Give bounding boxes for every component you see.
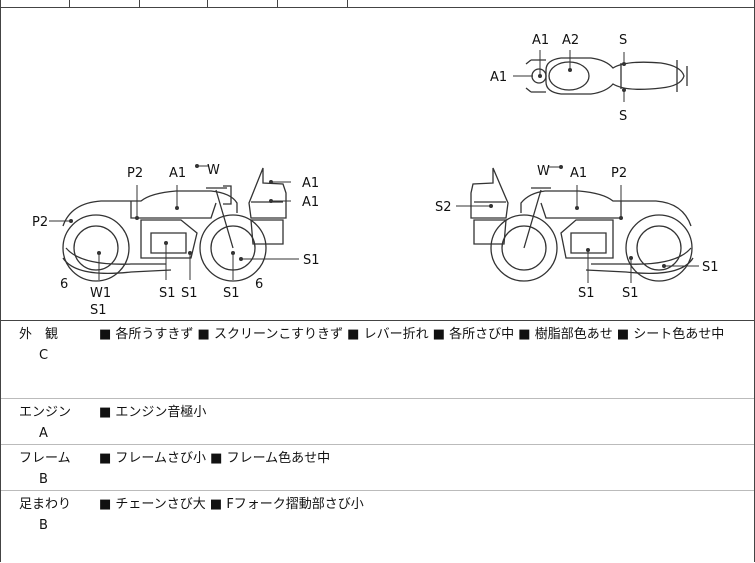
label-s1-under-w1: S1 <box>90 303 107 318</box>
label-s1-left-2: S1 <box>181 286 198 301</box>
table-cell <box>347 0 348 7</box>
condition-notes: ■ フレームさび小 ■ フレーム色あせ中 <box>99 451 331 466</box>
table-cell <box>207 0 208 7</box>
grade: B <box>39 518 48 533</box>
label-s1-left-1: S1 <box>159 286 176 301</box>
category-name: フレーム <box>19 451 71 466</box>
previous-table-row <box>0 0 755 8</box>
table-cell <box>277 0 278 7</box>
label-s1-left-right: S1 <box>303 253 320 268</box>
label-p2-right: P2 <box>611 166 627 181</box>
condition-table: 外 観 C ■ 各所うすきず ■ スクリーンこすりきず ■ レバー折れ ■ 各所… <box>0 320 755 562</box>
label-s1-right-1: S1 <box>578 286 595 301</box>
grade: B <box>39 472 48 487</box>
table-cell <box>69 0 70 7</box>
label-s-top: S <box>619 33 627 48</box>
category-name: 足まわり <box>19 497 72 512</box>
label-w-right: W <box>537 164 550 179</box>
category-name: 外 観 <box>19 327 59 342</box>
grade: A <box>39 426 48 441</box>
label-a2-top: A2 <box>562 33 579 48</box>
label-6-right: 6 <box>255 277 263 292</box>
grade: C <box>39 348 49 363</box>
condition-notes: ■ 各所うすきず ■ スクリーンこすりきず ■ レバー折れ ■ 各所さび中 ■ … <box>99 327 725 342</box>
label-s-bottom: S <box>619 109 627 124</box>
category-name: エンジン <box>19 405 72 420</box>
label-a1-case-bottom: A1 <box>302 195 319 210</box>
label-s1-left-3: S1 <box>223 286 240 301</box>
label-s2-right: S2 <box>435 200 452 215</box>
condition-row-exterior: 外 観 C ■ 各所うすきず ■ スクリーンこすりきず ■ レバー折れ ■ 各所… <box>1 321 754 398</box>
label-a1-left-top: A1 <box>490 70 507 85</box>
label-w1: W1 <box>90 286 111 301</box>
motorcycle-top-view <box>525 57 688 95</box>
condition-notes: ■ エンジン音極小 <box>99 405 207 420</box>
label-a1-top: A1 <box>532 33 549 48</box>
label-6-left: 6 <box>60 277 68 292</box>
label-s1-right-2: S1 <box>622 286 639 301</box>
label-p2-left: P2 <box>127 166 143 181</box>
label-a1-case-top: A1 <box>302 176 319 191</box>
condition-notes: ■ チェーンさび大 ■ Fフォーク摺動部さび小 <box>99 497 364 512</box>
label-p2-rear: P2 <box>32 215 48 230</box>
label-a1-right: A1 <box>570 166 587 181</box>
label-s1-right-end: S1 <box>702 260 719 275</box>
motorcycle-left-view <box>62 167 287 282</box>
condition-row-suspension: 足まわり B ■ チェーンさび大 ■ Fフォーク摺動部さび小 <box>1 490 754 563</box>
label-a1-left: A1 <box>169 166 186 181</box>
condition-row-frame: フレーム B ■ フレームさび小 ■ フレーム色あせ中 <box>1 444 754 491</box>
condition-row-engine: エンジン A ■ エンジン音極小 <box>1 398 754 445</box>
label-w-left: W <box>207 163 220 178</box>
table-cell <box>139 0 140 7</box>
motorcycle-right-view <box>470 167 694 282</box>
damage-diagram: A1 A2 S A1 S <box>0 8 755 320</box>
